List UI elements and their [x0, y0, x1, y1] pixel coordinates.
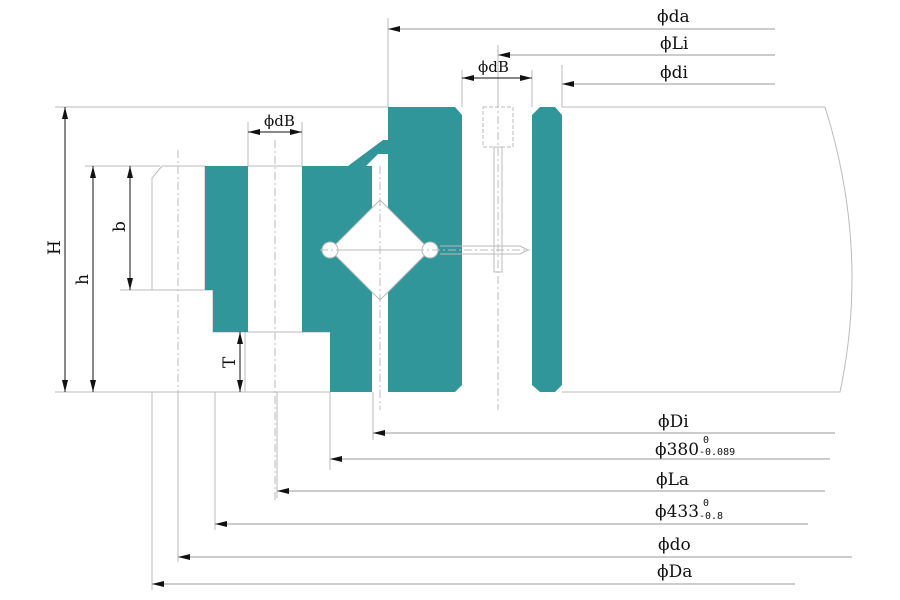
- label-b: b: [110, 221, 130, 232]
- label-Da: ϕDa: [657, 562, 692, 582]
- tol-433-lower: -0.8: [699, 511, 723, 522]
- label-Di: ϕDi: [658, 412, 689, 432]
- label-H: H: [45, 240, 65, 255]
- tol-380-upper: 0: [703, 435, 709, 446]
- bolt-holes: [177, 100, 530, 500]
- tol-433-upper: 0: [703, 498, 709, 509]
- outer-ring-section: [205, 140, 410, 392]
- label-433: ϕ433: [655, 502, 699, 522]
- label-do: ϕdo: [658, 535, 691, 555]
- dimension-lines: [62, 26, 852, 587]
- tol-380-lower: -0.089: [699, 447, 735, 458]
- raceway-diamond: [320, 166, 530, 410]
- label-Li: ϕLi: [660, 34, 689, 54]
- label-La: ϕLa: [656, 470, 689, 490]
- label-dB-right: ϕdB: [478, 58, 509, 76]
- label-dB-left: ϕdB: [264, 112, 295, 130]
- label-380: ϕ380: [655, 440, 699, 460]
- label-di: ϕdi: [660, 63, 688, 83]
- label-h: h: [73, 274, 93, 285]
- label-da: ϕda: [657, 7, 690, 27]
- label-T: T: [220, 356, 240, 368]
